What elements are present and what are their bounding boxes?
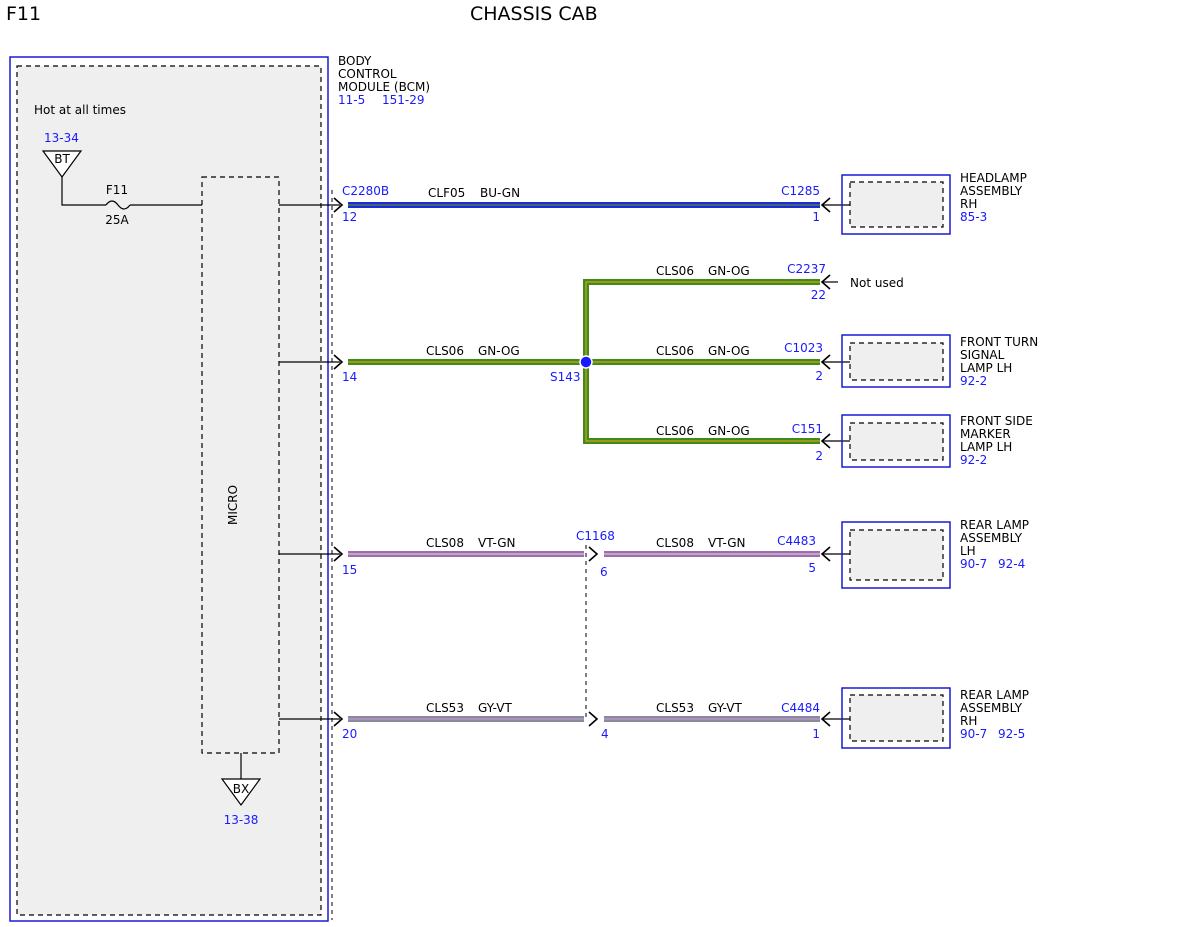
connector-chevrons [333,197,831,727]
c2b-dest-pin: 2 [815,369,823,383]
c2a-dest-connector[interactable]: C2237 [787,262,826,276]
c3-circuit2: CLS08 [656,536,694,550]
c4-inline-pin: 4 [601,727,609,741]
rear-lamp-lh-ref1[interactable]: 90-7 [960,557,987,571]
front-turn-lh-line2: SIGNAL [960,348,1005,362]
c4-circuit2: CLS53 [656,701,694,715]
fuse-rating: 25A [105,213,129,227]
c3-circuit: CLS08 [426,536,464,550]
c2a-note: Not used [850,276,904,290]
c3-color2: VT-GN [708,536,745,550]
c4-dest-pin: 1 [812,727,820,741]
c3-bcm-pin: 15 [342,563,357,577]
bcm-name-1: BODY [338,54,372,68]
c3-inline-connector[interactable]: C1168 [576,529,615,543]
c2c-dest-pin: 2 [815,449,823,463]
front-side-lh-ref[interactable]: 92-2 [960,453,987,467]
bt-label: BT [54,152,70,166]
bcm-module: BODY CONTROL MODULE (BCM) 11-5 151-29 Ho… [9,54,430,922]
c1-dest-connector[interactable]: C1285 [781,184,820,198]
front-turn-lh-line3: LAMP LH [960,361,1012,375]
c2a-dest-pin: 22 [811,288,826,302]
front-side-lh-line1: FRONT SIDE [960,414,1033,428]
page-id: F11 [6,3,41,25]
rear-lamp-rh-ref2[interactable]: 92-5 [998,727,1025,741]
bt-power-icon [41,150,83,179]
c2b-circuit: CLS06 [656,344,694,358]
front-side-lh-line2: MARKER [960,427,1011,441]
rear-lamp-lh-line2: ASSEMBLY [960,531,1023,545]
rear-lamp-rh-line2: ASSEMBLY [960,701,1023,715]
bt-ref[interactable]: 13-34 [44,131,79,145]
dest-stubs [822,204,850,720]
c3-dest-pin: 5 [808,561,816,575]
c1-dest-pin: 1 [812,210,820,224]
front-turn-lh-line1: FRONT TURN [960,335,1038,349]
c2c-dest-connector[interactable]: C151 [792,422,823,436]
headlamp-rh-ref[interactable]: 85-3 [960,210,987,224]
bx-ground-icon [220,778,262,807]
c3-inline-pin: 6 [600,565,608,579]
micro-label: MICRO [226,485,240,525]
bx-label: BX [233,782,249,796]
c3-color: VT-GN [478,536,515,550]
bcm-name-3: MODULE (BCM) [338,80,430,94]
micro-block [201,176,280,754]
c2-color: GN-OG [478,344,520,358]
c1-color: BU-GN [480,186,520,200]
c2-splice[interactable]: S143 [550,370,581,384]
c2c-circuit: CLS06 [656,424,694,438]
rear-lamp-rh-line1: REAR LAMP [960,688,1029,702]
front-turn-lh-ref[interactable]: 92-2 [960,374,987,388]
rear-lamp-lh-line3: LH [960,544,976,558]
c2a-color: GN-OG [708,264,750,278]
rear-lamp-rh-component[interactable] [841,687,951,749]
bcm-ref-1[interactable]: 11-5 [338,93,365,107]
c3-dest-connector[interactable]: C4483 [777,534,816,548]
c4-circuit: CLS53 [426,701,464,715]
hot-at-all-times-label: Hot at all times [34,103,126,117]
c2a-circuit: CLS06 [656,264,694,278]
front-side-marker-lh-component[interactable] [841,414,951,468]
c1-bcm-connector[interactable]: C2280B [342,184,389,198]
rear-lamp-lh-component[interactable] [841,521,951,589]
c2b-dest-connector[interactable]: C1023 [784,341,823,355]
headlamp-rh-line1: HEADLAMP [960,171,1027,185]
bcm-ref-2[interactable]: 151-29 [382,93,425,107]
c4-color: GY-VT [478,701,512,715]
c4-bcm-pin: 20 [342,727,357,741]
fuse-name: F11 [106,183,128,197]
c4-dest-connector[interactable]: C4484 [781,701,820,715]
c2-circuit: CLS06 [426,344,464,358]
fuse-icon [105,200,131,210]
c1-bcm-pin: 12 [342,210,357,224]
c2b-color: GN-OG [708,344,750,358]
rear-lamp-lh-line1: REAR LAMP [960,518,1029,532]
c1-circuit: CLF05 [428,186,465,200]
splice-s143[interactable] [579,355,593,369]
front-turn-lamp-lh-component[interactable] [841,334,951,388]
bcm-name-2: CONTROL [338,67,397,81]
headlamp-rh-component[interactable] [841,174,951,235]
bx-ref[interactable]: 13-38 [224,813,259,827]
rear-lamp-rh-line3: RH [960,714,977,728]
headlamp-rh-line2: ASSEMBLY [960,184,1023,198]
page-title: CHASSIS CAB [470,3,598,25]
front-side-lh-line3: LAMP LH [960,440,1012,454]
rear-lamp-rh-ref1[interactable]: 90-7 [960,727,987,741]
c2c-color: GN-OG [708,424,750,438]
c4-color2: GY-VT [708,701,742,715]
c2-bcm-pin: 14 [342,370,357,384]
headlamp-rh-line3: RH [960,197,977,211]
rear-lamp-lh-ref2[interactable]: 92-4 [998,557,1025,571]
